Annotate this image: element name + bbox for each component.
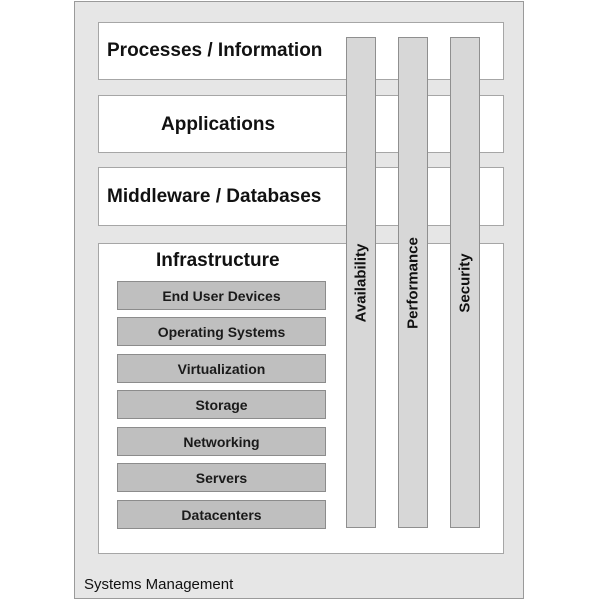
pillar-security: Security xyxy=(450,37,480,528)
layer-label: Middleware / Databases xyxy=(107,186,322,207)
pillar-label: Performance xyxy=(404,236,422,329)
pillar-performance: Performance xyxy=(398,37,428,528)
layer-middleware-databases: Middleware / Databases xyxy=(98,167,504,226)
pillar-label: Availability xyxy=(352,243,370,322)
infra-item-operating-systems: Operating Systems xyxy=(117,317,326,346)
layer-label: Applications xyxy=(161,114,276,135)
infra-item-networking: Networking xyxy=(117,427,326,456)
layer-label: Processes / Information xyxy=(107,40,323,61)
infra-item-servers: Servers xyxy=(117,463,326,492)
infra-item-datacenters: Datacenters xyxy=(117,500,326,529)
layer-processes-information: Processes / Information xyxy=(98,22,504,80)
infra-item-storage: Storage xyxy=(117,390,326,419)
infra-item-end-user-devices: End User Devices xyxy=(117,281,326,310)
layer-label: Infrastructure xyxy=(156,250,280,271)
systems-management-label: Systems Management xyxy=(84,576,234,593)
pillar-availability: Availability xyxy=(346,37,376,528)
layer-applications: Applications xyxy=(98,95,504,153)
infra-item-virtualization: Virtualization xyxy=(117,354,326,383)
pillar-label: Security xyxy=(456,252,474,313)
